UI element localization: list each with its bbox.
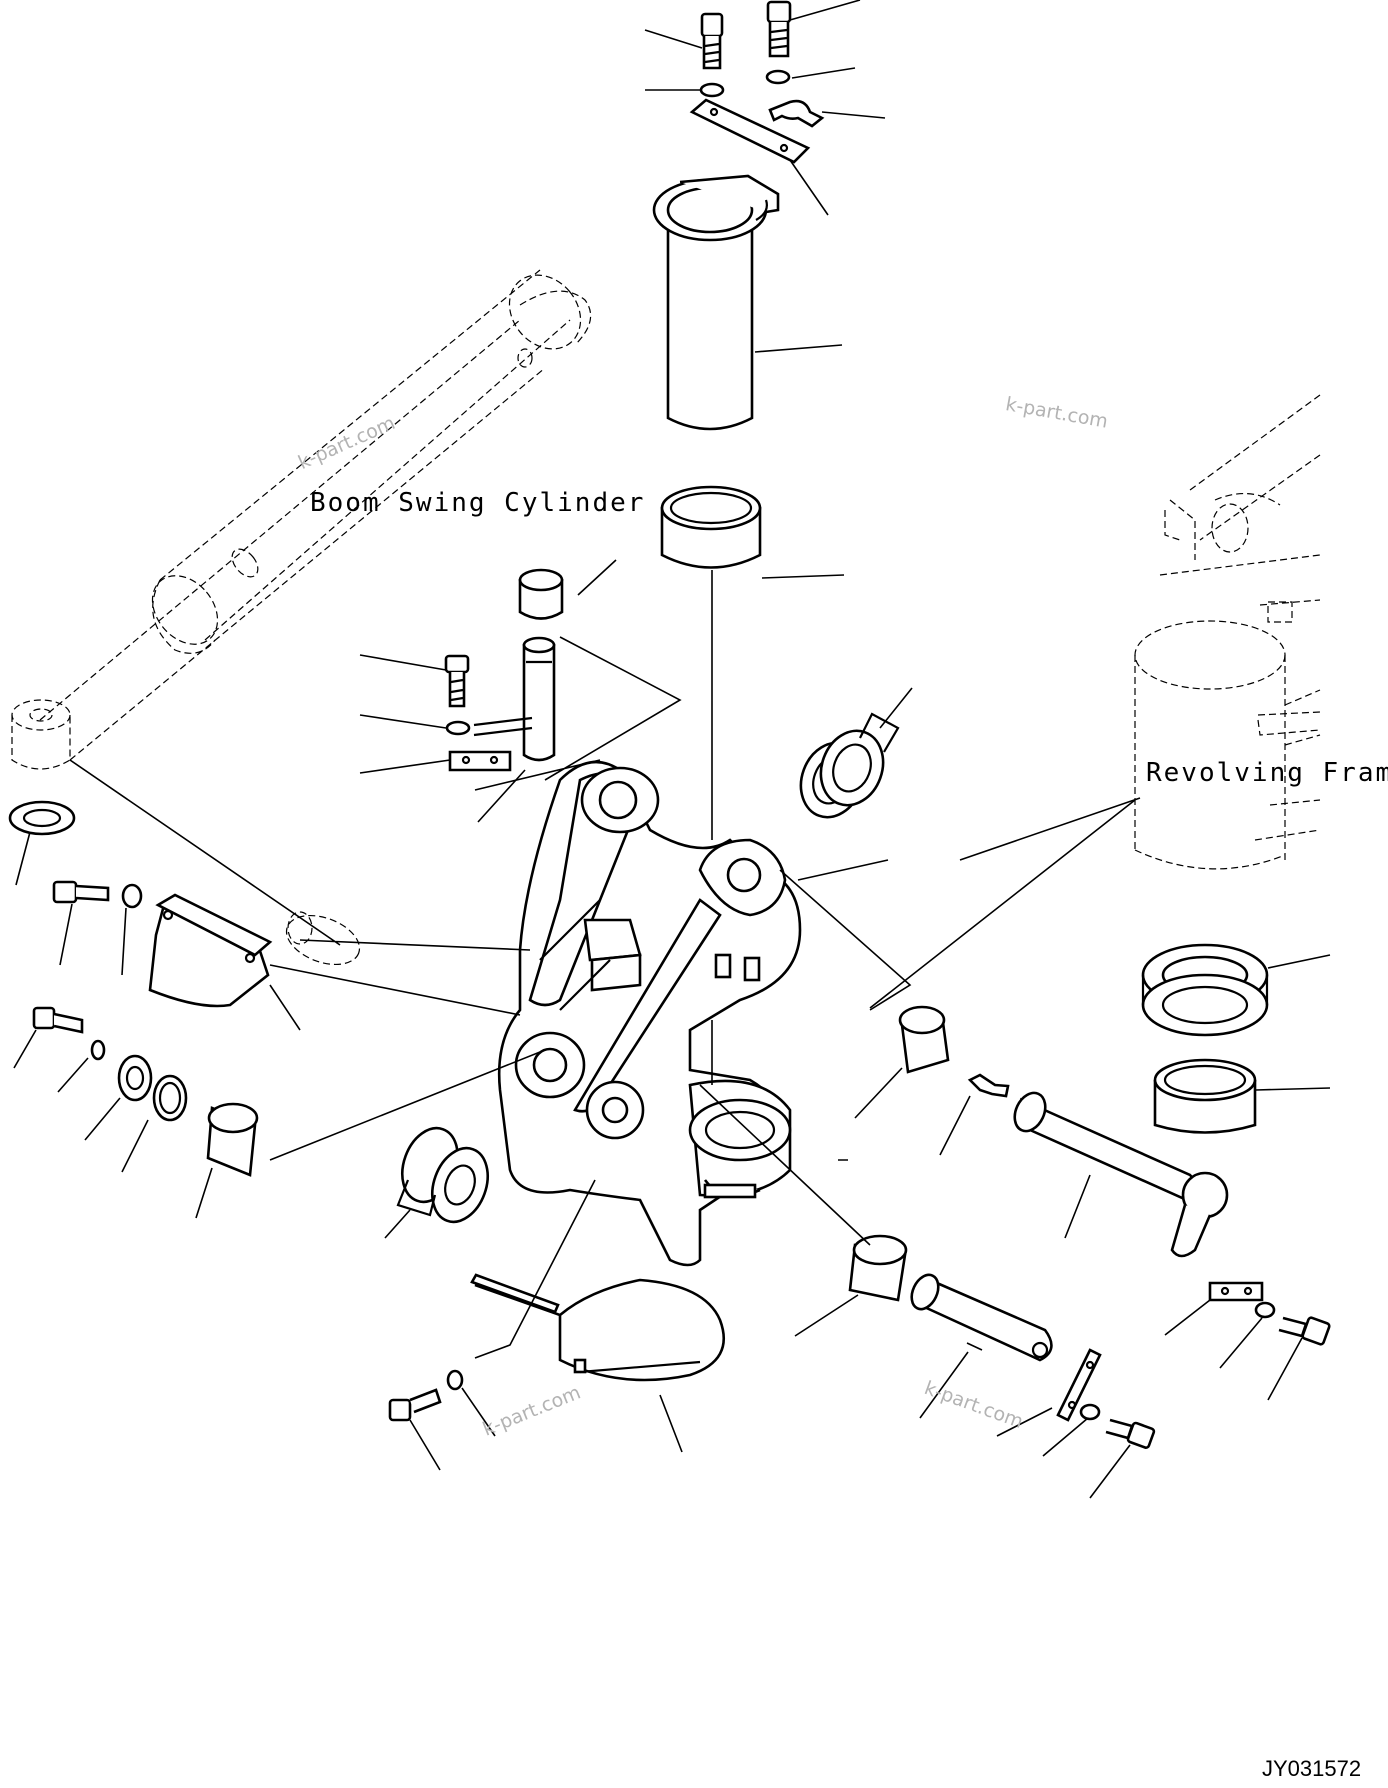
grease-nipple	[967, 1073, 1010, 1098]
left-bolt-upper	[52, 880, 143, 909]
top-clamp	[768, 99, 825, 128]
top-bolt-right	[765, 0, 792, 85]
shims-upper-right	[799, 712, 900, 819]
right-bushing-upper	[898, 1005, 950, 1074]
bottom-cover	[470, 1273, 726, 1382]
king-pin-bushing	[660, 485, 762, 569]
upper-pin	[522, 636, 556, 762]
cylinder-bottom-eye	[11, 699, 71, 770]
left-bushing	[206, 1102, 259, 1177]
right-long-pin	[1013, 1091, 1229, 1258]
lower-bolt-right	[1079, 1403, 1156, 1449]
king-pin-tube	[652, 174, 780, 431]
lower-bushing-right	[848, 1234, 908, 1302]
bottom-bolt-left	[388, 1369, 464, 1422]
boom-swing-cylinder-label: Boom Swing Cylinder	[310, 488, 646, 518]
left-bolt-lower	[32, 1006, 106, 1061]
nylon-nut-phantom	[285, 911, 361, 966]
left-washer-top	[8, 800, 76, 836]
right-ring-stack	[1141, 943, 1269, 1037]
revolving-frame-phantom	[1134, 394, 1321, 870]
left-thrust-washer	[117, 1054, 188, 1122]
left-shims	[396, 1126, 489, 1224]
lower-short-pin	[910, 1273, 1053, 1362]
top-bolt-left	[699, 12, 725, 98]
right-bolt-lower	[1254, 1301, 1331, 1346]
boom-swing-cylinder-phantom	[39, 269, 592, 761]
upper-pin-bolt	[444, 654, 471, 736]
small-bushing-upper	[518, 568, 564, 620]
right-lock-plate	[1208, 1281, 1264, 1302]
swing-bracket	[497, 760, 802, 1267]
upper-pin-lock-plate	[448, 716, 533, 772]
lower-lock-plate	[1056, 1348, 1102, 1422]
right-bushing-large	[1153, 1058, 1257, 1134]
leader-lines	[13, 0, 1331, 1499]
left-cover-plate	[148, 893, 273, 1008]
top-lock-plate	[689, 98, 811, 164]
revolving-frame-label: Revolving Frame	[1146, 758, 1388, 788]
drawing-code: JY031572	[1262, 1756, 1362, 1781]
